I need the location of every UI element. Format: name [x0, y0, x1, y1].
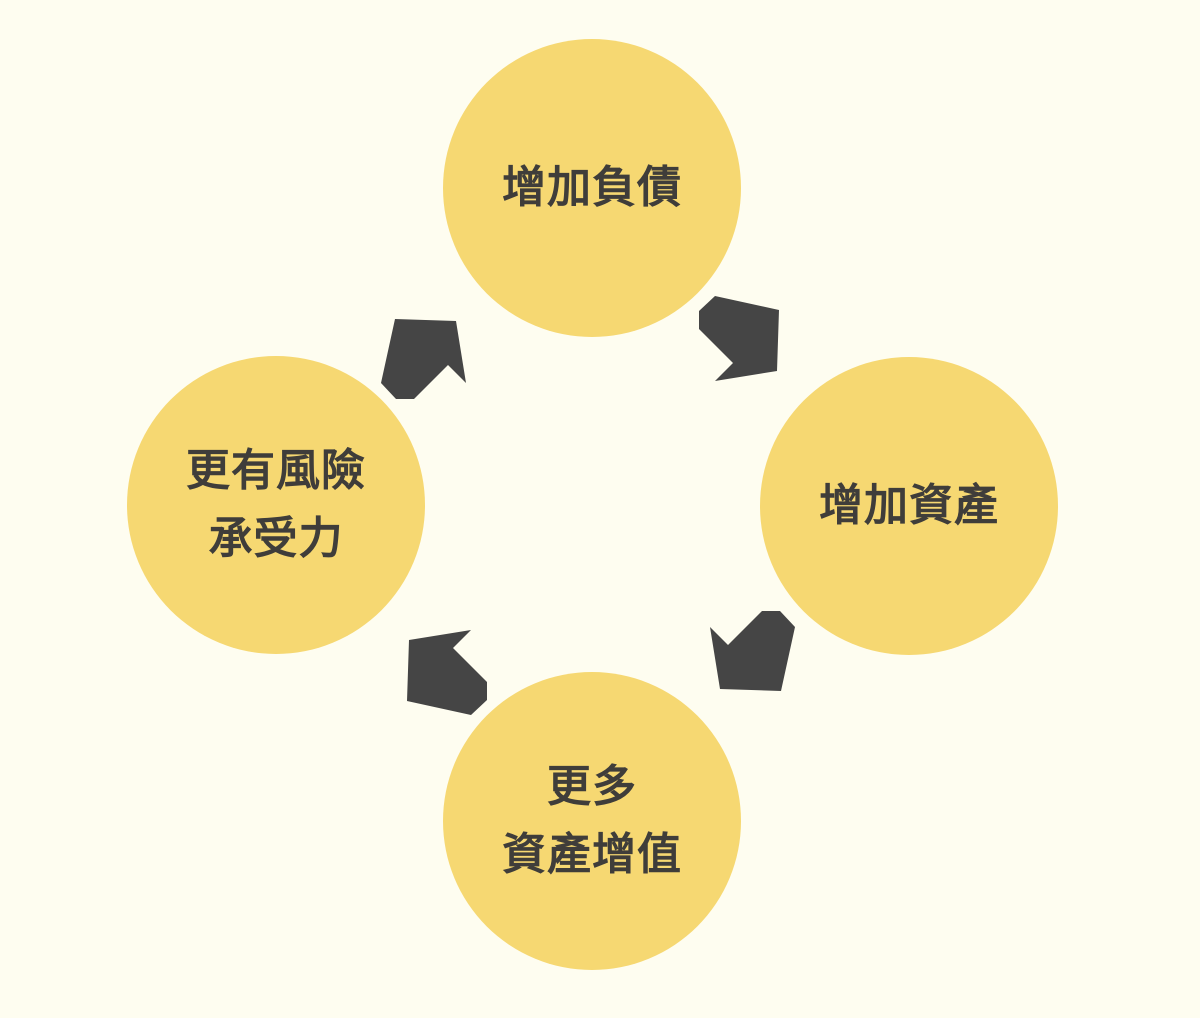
node-more-asset-appreciation: 更多 資產增值 [443, 672, 741, 970]
node-label-line: 增加資產 [819, 480, 999, 531]
arrow-up-right-icon [376, 305, 476, 405]
arrow-up-left-icon [393, 620, 493, 720]
node-label-line: 更有風險 [186, 445, 366, 496]
node-increase-debt: 增加負債 [443, 39, 741, 337]
arrow-down-right-icon [693, 291, 793, 391]
node-label-line: 承受力 [208, 513, 344, 564]
arrow-down-left-icon [700, 605, 800, 705]
node-label-line: 資產增值 [502, 829, 682, 880]
node-increase-assets: 增加資產 [760, 357, 1058, 655]
node-label-line: 增加負債 [502, 162, 682, 213]
node-label-line: 更多 [547, 761, 637, 812]
node-more-risk-tolerance: 更有風險 承受力 [127, 356, 425, 654]
